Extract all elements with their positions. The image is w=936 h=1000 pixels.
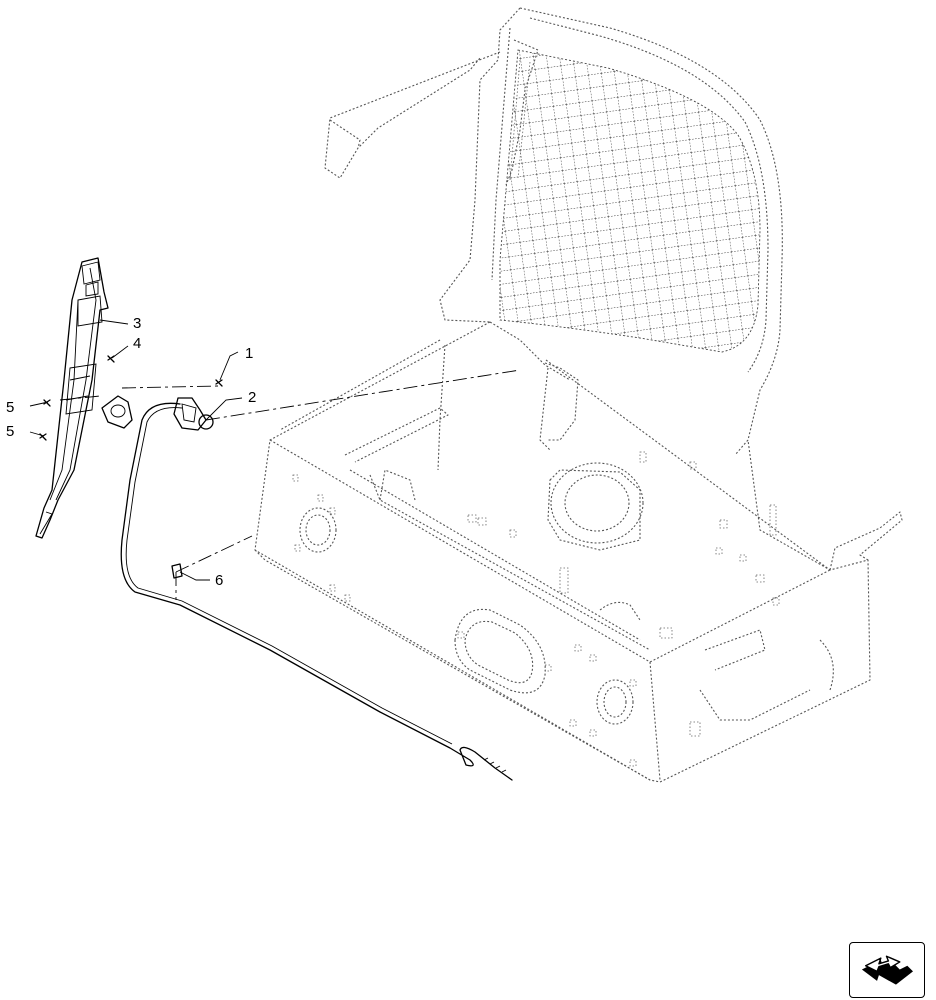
callout-6: 6 — [215, 572, 223, 589]
callout-4: 4 — [133, 335, 141, 352]
cab-frame — [254, 7, 903, 783]
part-6-clip — [171, 563, 183, 579]
part-3-rail-bracket — [35, 257, 109, 539]
callout-5b: 5 — [6, 423, 14, 440]
return-arrow-icon — [861, 955, 913, 985]
part-2-latch — [101, 395, 214, 431]
callout-1: 1 — [245, 345, 253, 362]
window-mesh — [499, 49, 761, 353]
callout-3: 3 — [133, 315, 141, 332]
callout-2: 2 — [248, 389, 256, 406]
assembly-lines — [59, 369, 521, 600]
leader-lines — [29, 319, 243, 581]
return-arrow-icon-button[interactable] — [849, 942, 925, 998]
callout-5a: 5 — [6, 399, 14, 416]
cable — [120, 402, 513, 781]
